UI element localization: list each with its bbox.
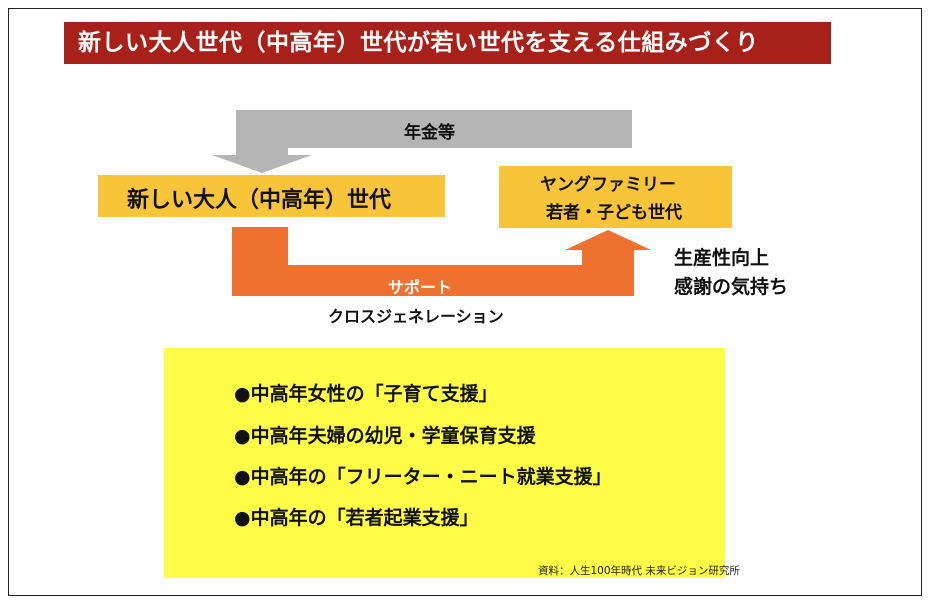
gray-return-arrow bbox=[212, 110, 632, 173]
elder-generation-box bbox=[98, 175, 445, 217]
young-generation-line-1: ヤングファミリー bbox=[540, 175, 676, 195]
support-list-box bbox=[164, 348, 725, 578]
elder-generation-label: 新しい大人（中高年）世代 bbox=[127, 188, 392, 213]
top-arrow-label: 年金等 bbox=[404, 123, 455, 143]
orange-support-arrow bbox=[232, 227, 651, 296]
source-note: 資料：人生100年時代 未来ビジョン研究所 bbox=[538, 565, 740, 577]
benefit-line-2: 感謝の気持ち bbox=[674, 276, 789, 298]
support-arrow-label: サポート bbox=[388, 278, 453, 297]
list-item: ●中高年女性の「子育て支援」 bbox=[234, 383, 498, 405]
cross-generation-label: クロスジェネレーション bbox=[328, 307, 504, 326]
title-bar bbox=[64, 22, 831, 64]
benefit-line-1: 生産性向上 bbox=[674, 247, 770, 269]
diagram-frame bbox=[8, 8, 922, 596]
list-item: ●中高年の「フリーター・ニート就業支援」 bbox=[234, 466, 612, 488]
young-generation-line-2: 若者・子ども世代 bbox=[546, 203, 682, 223]
page-title: 新しい大人世代（中高年）世代が若い世代を支える仕組みづくり bbox=[78, 30, 759, 56]
list-item: ●中高年の「若者起業支援」 bbox=[234, 507, 479, 529]
list-item: ●中高年夫婦の幼児・学童保育支援 bbox=[234, 425, 536, 447]
young-generation-box bbox=[499, 166, 732, 228]
